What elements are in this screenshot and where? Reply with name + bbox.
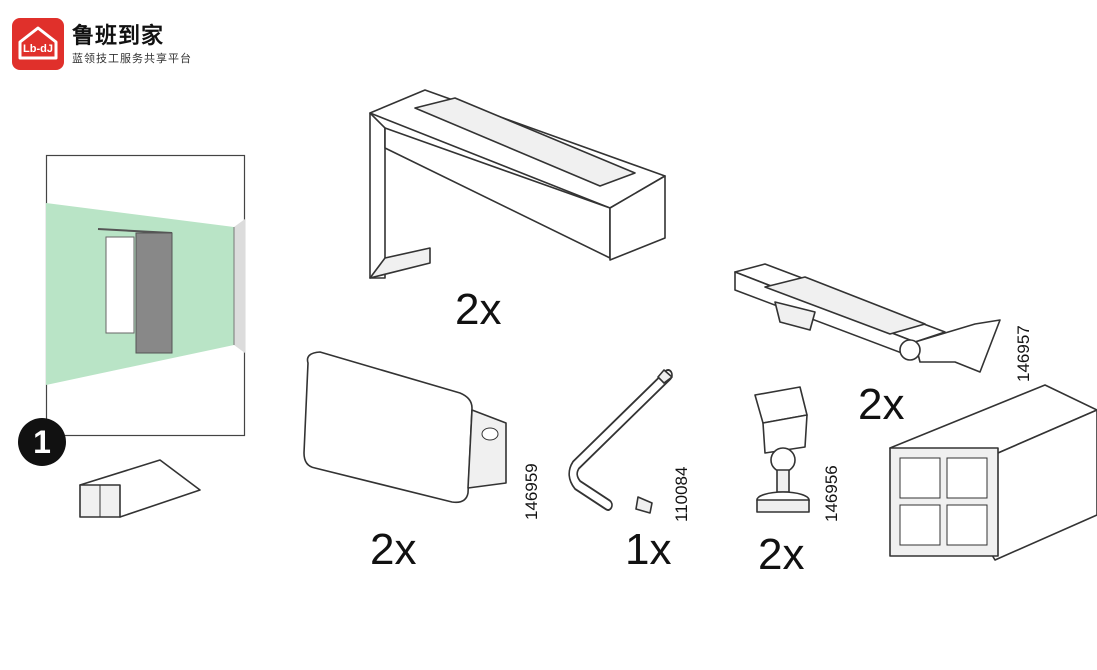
wall-bracket-quantity: 2x	[455, 285, 502, 334]
allen-key-drawing	[568, 369, 673, 514]
end-cap-part-number: 146959	[522, 463, 541, 520]
end-cap-drawing	[303, 351, 507, 504]
glider-quantity: 2x	[758, 530, 805, 579]
glider-drawing	[754, 386, 810, 513]
allen-key-part-number: 110084	[672, 466, 691, 522]
end-cap-quantity: 2x	[370, 525, 417, 574]
house-icon: Lb-dJ	[18, 26, 58, 60]
glider-part-number: 146956	[822, 465, 841, 522]
brand-logo: Lb-dJ	[12, 18, 64, 70]
wall-bracket-drawing	[369, 89, 666, 279]
ceiling-bracket-part-number: 146957	[1014, 325, 1033, 382]
allen-key-quantity: 1x	[625, 525, 672, 574]
ceiling-bracket-drawing	[734, 263, 1001, 373]
step-number-badge: 1	[18, 418, 66, 466]
svg-text:Lb-dJ: Lb-dJ	[23, 43, 53, 55]
room-illustration	[45, 154, 246, 437]
track-profile-small	[79, 459, 201, 518]
track-rail-drawing	[889, 384, 1097, 561]
brand-tagline: 蓝领技工服务共享平台	[72, 52, 192, 65]
brand-name: 鲁班到家	[72, 24, 165, 49]
ceiling-bracket-quantity: 2x	[858, 380, 905, 429]
